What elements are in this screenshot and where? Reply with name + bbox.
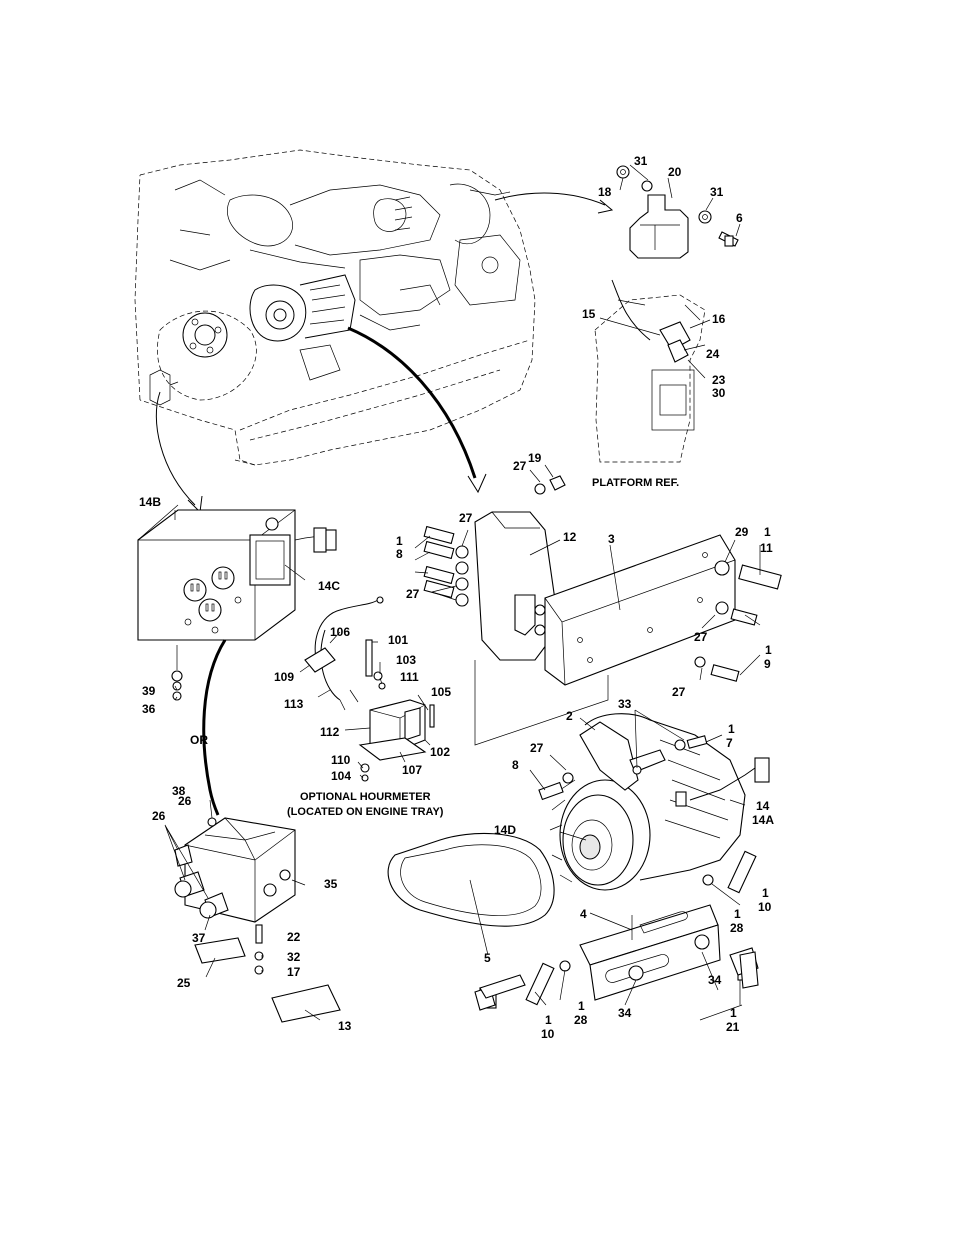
callout-24: 24 <box>706 347 720 361</box>
callout-27: 27 <box>513 459 527 473</box>
hourmeter-assembly <box>305 597 434 781</box>
or-caption: OR <box>190 733 208 747</box>
callout-26: 26 <box>178 794 192 808</box>
callout-22: 22 <box>287 930 301 944</box>
callout-6: 6 <box>736 211 743 225</box>
engine-assembly-reference <box>135 150 535 465</box>
callout-11: 11 <box>760 541 773 555</box>
callout-7: 7 <box>726 736 733 750</box>
callout-10: 10 <box>758 900 772 914</box>
callout-19: 19 <box>528 451 542 465</box>
hourmeter-caption-line1: OPTIONAL HOURMETER <box>300 791 431 803</box>
relay-assembly <box>617 166 738 258</box>
callout-27: 27 <box>459 511 473 525</box>
outlet-box-14b <box>138 510 336 700</box>
callout-14d: 14D <box>494 823 516 837</box>
callout-23: 23 <box>712 373 726 387</box>
callout-33: 33 <box>618 697 632 711</box>
callout-14a: 14A <box>752 813 774 827</box>
callout-30: 30 <box>712 386 726 400</box>
callout-101: 101 <box>388 633 408 647</box>
callout-34: 34 <box>708 973 722 987</box>
callout-31: 31 <box>634 154 648 168</box>
callout-34: 34 <box>618 1006 632 1020</box>
callout-26: 26 <box>152 809 166 823</box>
callout-17: 17 <box>287 965 301 979</box>
callout-103: 103 <box>396 653 416 667</box>
callout-8: 8 <box>396 547 403 561</box>
callout-31: 31 <box>710 185 724 199</box>
callout-27: 27 <box>530 741 544 755</box>
callout-111: 111 <box>400 670 419 684</box>
callout-1: 1 <box>765 643 772 657</box>
platform-ref-caption: PLATFORM REF. <box>592 477 679 489</box>
callout-15: 15 <box>582 307 596 321</box>
callout-112: 112 <box>320 725 340 739</box>
callout-29: 29 <box>735 525 749 539</box>
callout-2: 2 <box>566 709 573 723</box>
callout-1: 1 <box>762 886 769 900</box>
mounting-plate-3 <box>545 535 735 685</box>
callout-27: 27 <box>406 587 420 601</box>
callout-20: 20 <box>668 165 682 179</box>
alternator-bracket-12 <box>475 512 555 660</box>
callout-105: 105 <box>431 685 451 699</box>
callout-110: 110 <box>331 753 351 767</box>
callout-18: 18 <box>598 185 612 199</box>
callout-1: 1 <box>730 1006 737 1020</box>
callout-3: 3 <box>608 532 615 546</box>
callout-113: 113 <box>284 697 304 711</box>
callout-12: 12 <box>563 530 577 544</box>
v-belt-5 <box>388 833 554 926</box>
callout-1: 1 <box>545 1013 552 1027</box>
callout-27: 27 <box>672 685 686 699</box>
callout-9: 9 <box>764 657 771 671</box>
platform-reference <box>595 280 705 462</box>
engine-leader-arrows <box>156 193 612 512</box>
callout-25: 25 <box>177 976 191 990</box>
hourmeter-caption-line2: (LOCATED ON ENGINE TRAY) <box>287 806 444 818</box>
callout-4: 4 <box>580 907 587 921</box>
callout-16: 16 <box>712 312 726 326</box>
callout-32: 32 <box>287 950 301 964</box>
callout-107: 107 <box>402 763 422 777</box>
callout-14: 14 <box>756 799 770 813</box>
callout-28: 28 <box>730 921 744 935</box>
callout-109: 109 <box>274 670 294 684</box>
callout-14c: 14C <box>318 579 340 593</box>
callout-8: 8 <box>512 758 519 772</box>
callout-35: 35 <box>324 877 338 891</box>
or-connector <box>204 640 225 815</box>
callout-1: 1 <box>396 534 403 548</box>
callout-21: 21 <box>726 1020 740 1034</box>
callout-1: 1 <box>578 999 585 1013</box>
callout-36: 36 <box>142 702 156 716</box>
callout-14b: 14B <box>139 495 161 509</box>
callout-39: 39 <box>142 684 156 698</box>
callout-1: 1 <box>764 525 771 539</box>
callout-37: 37 <box>192 931 206 945</box>
callout-1: 1 <box>734 907 741 921</box>
callout-106: 106 <box>330 625 350 639</box>
callout-102: 102 <box>430 745 450 759</box>
callout-10: 10 <box>541 1027 555 1041</box>
callout-5: 5 <box>484 951 491 965</box>
junction-box-35 <box>175 818 340 1022</box>
callout-1: 1 <box>728 722 735 736</box>
callout-13: 13 <box>338 1019 352 1033</box>
callout-104: 104 <box>331 769 351 783</box>
callout-28: 28 <box>574 1013 588 1027</box>
callout-27: 27 <box>694 630 708 644</box>
